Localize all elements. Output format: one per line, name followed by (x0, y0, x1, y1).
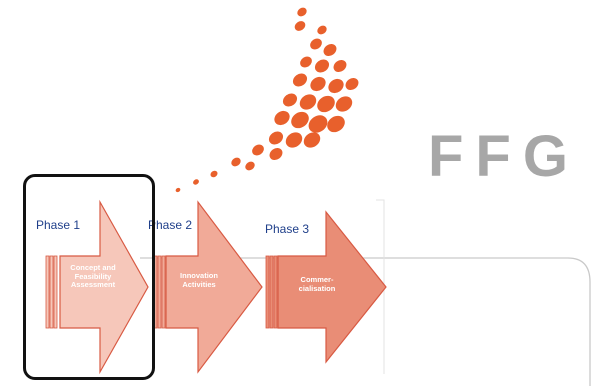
phase-1-label: Concept and Feasibility Assessment (70, 263, 116, 290)
phase-3-arrow (277, 210, 387, 364)
phase-2-title: Phase 2 (148, 218, 193, 232)
phase-1-bar-2 (49, 255, 54, 329)
phase-1-bar-1 (45, 255, 50, 329)
phase-1-arrow (59, 199, 149, 375)
phase-3-bar-3 (273, 255, 278, 329)
phase-2-bar-3 (161, 255, 166, 329)
phase-1-bar-3 (53, 255, 58, 329)
phase-1-highlight-frame (23, 174, 155, 380)
phase-1-title: Phase 1 (36, 218, 81, 232)
phase-3-bar-2 (269, 255, 274, 329)
phase-3-title: Phase 3 (265, 222, 310, 236)
phase-2-bar-2 (157, 255, 162, 329)
phase-3-label: Commer- cialisation (298, 275, 336, 293)
phase-3-bar-1 (265, 255, 270, 329)
phase-2-label: Innovation Activities (180, 271, 218, 289)
phase-2-arrow (165, 200, 263, 374)
ffg-wordmark: FFG (428, 124, 580, 189)
orange-dot-swoosh-icon (175, 7, 359, 193)
